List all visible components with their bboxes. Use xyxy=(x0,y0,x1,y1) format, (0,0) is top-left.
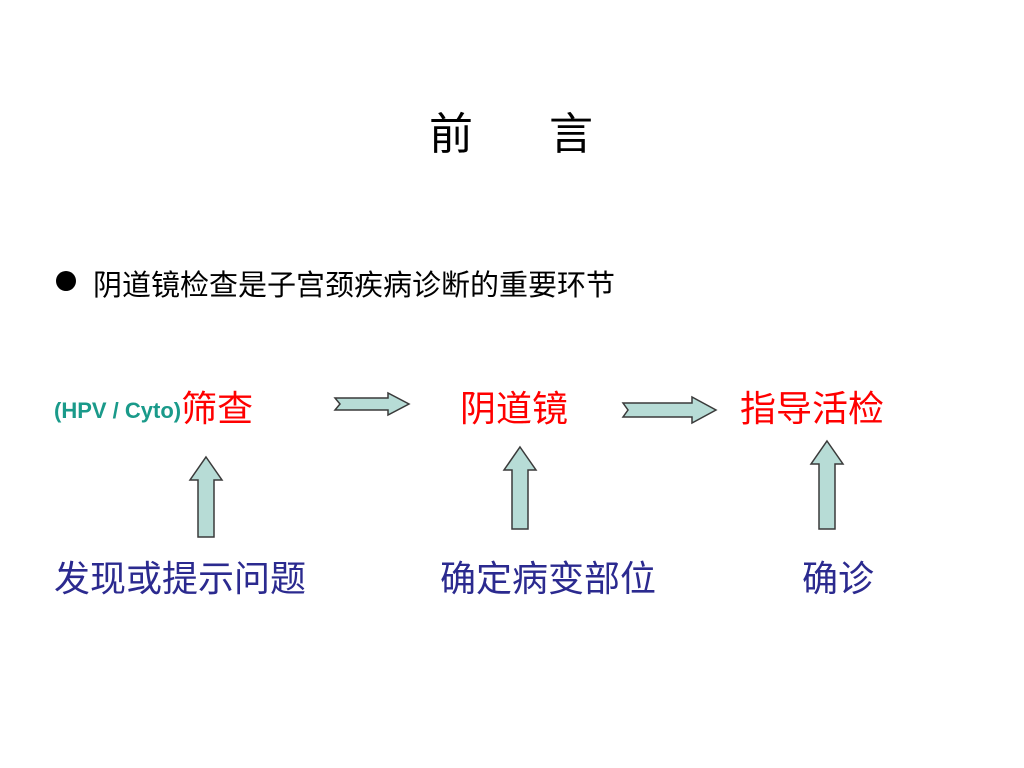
right-arrow-icon xyxy=(333,391,411,417)
step-guided-biopsy-label: 指导活检 xyxy=(740,389,885,430)
purpose-locate-lesion: 确定病变部位 xyxy=(440,559,657,600)
bullet-icon xyxy=(56,271,76,291)
title-char-1: 前 xyxy=(429,109,475,160)
step-guided-biopsy: 指导活检 xyxy=(740,380,884,432)
up-arrow-icon xyxy=(188,455,224,538)
purpose-find-problem: 发现或提示问题 xyxy=(54,559,307,600)
step-colposcopy: 阴道镜 xyxy=(460,380,568,432)
slide-title: 前言 xyxy=(0,98,1024,162)
up-arrow-icon xyxy=(502,445,538,530)
bullet-text: 阴道镜检查是子宫颈疾病诊断的重要环节 xyxy=(93,268,616,302)
step-screening: (HPV / Cyto)筛查 xyxy=(54,380,253,432)
right-arrow-icon xyxy=(621,395,718,425)
step-screening-prefix: (HPV / Cyto) xyxy=(54,398,182,423)
step-screening-label: 筛查 xyxy=(181,389,254,430)
title-char-2: 言 xyxy=(549,109,595,160)
up-arrow-icon xyxy=(809,439,845,530)
step-colposcopy-label: 阴道镜 xyxy=(460,389,569,430)
purpose-confirm-diagnosis: 确诊 xyxy=(802,559,875,600)
